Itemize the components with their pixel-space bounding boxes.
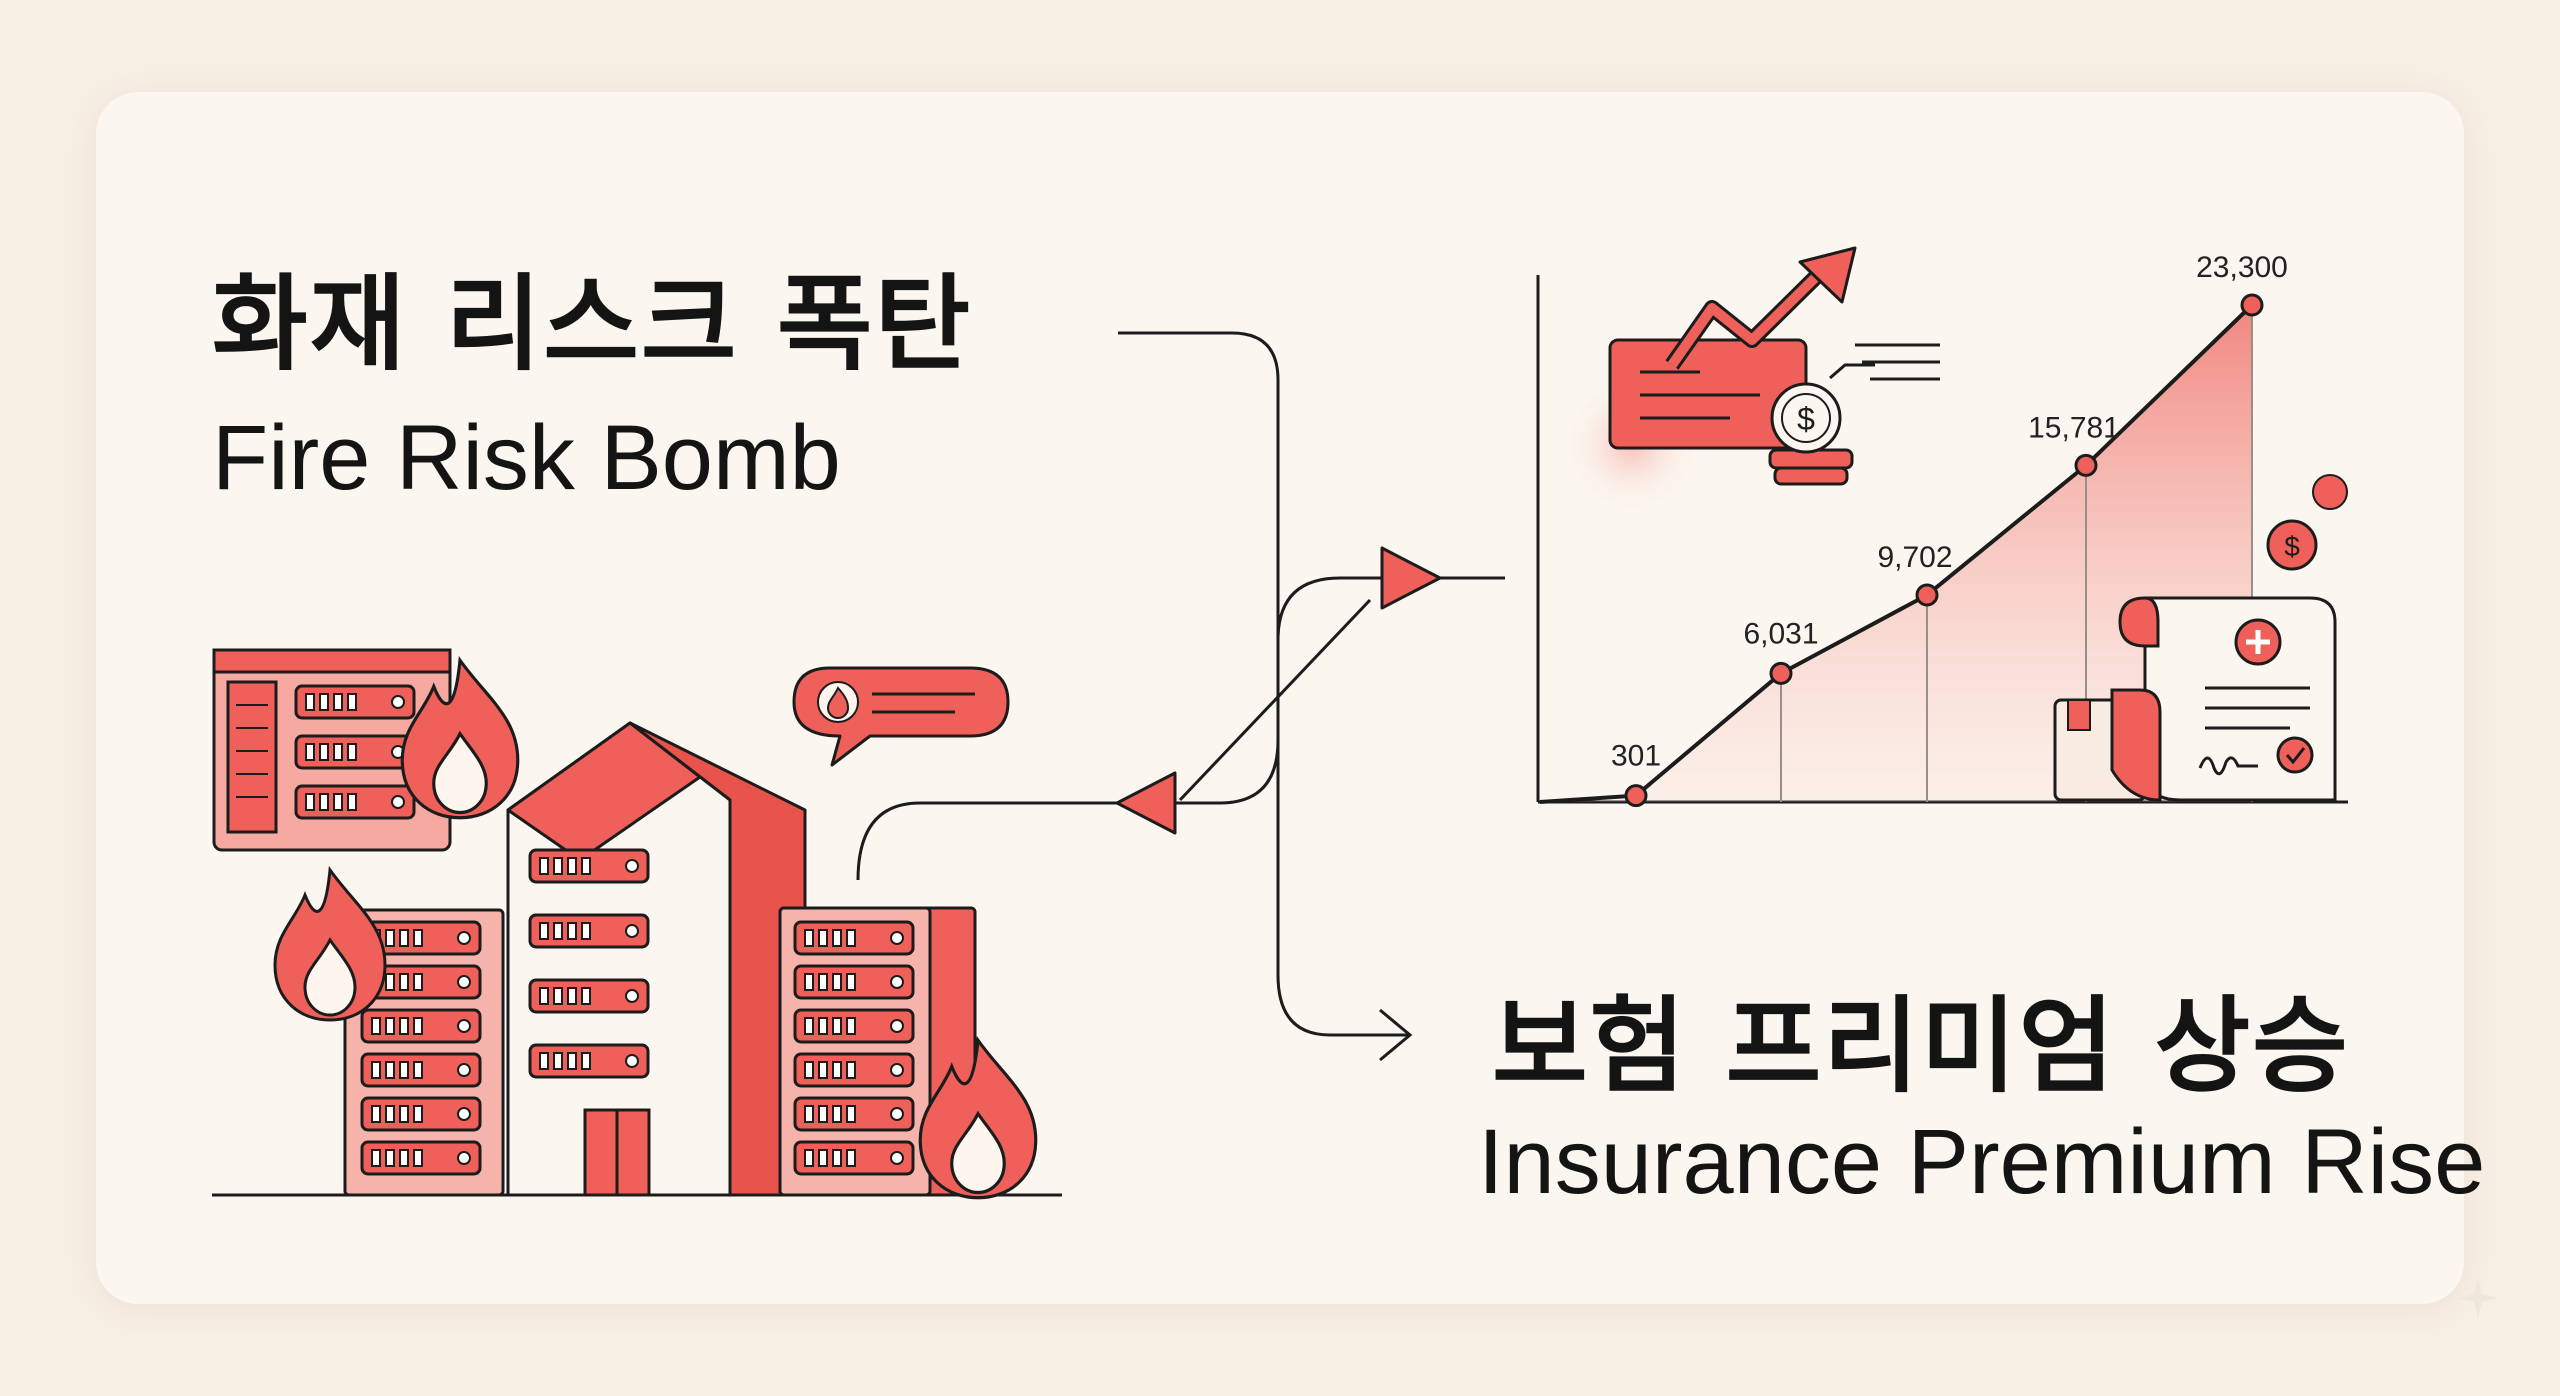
chart-point xyxy=(2240,293,2264,317)
svg-text:$: $ xyxy=(1797,401,1815,437)
right-title-english: Insurance Premium Rise xyxy=(1478,1111,2486,1213)
left-title-korean: 화재 리스크 폭탄 xyxy=(212,263,973,385)
chart-point xyxy=(1769,661,1793,685)
chart-data-label: 9,702 xyxy=(1877,541,1952,574)
server-panel-icon xyxy=(212,648,452,852)
svg-text:$: $ xyxy=(2284,531,2300,562)
insurance-document-icon xyxy=(2053,596,2337,802)
left-title-english: Fire Risk Bomb xyxy=(212,407,841,509)
flow-arrow-right xyxy=(1380,546,1442,610)
trend-arrow-icon xyxy=(1665,246,1857,370)
chart-point xyxy=(1915,583,1939,607)
fire-icon xyxy=(273,868,387,1022)
speech-bubble-icon xyxy=(792,666,1010,767)
flow-connectors xyxy=(856,331,1505,1062)
dollar-coin-icon: $ xyxy=(1768,343,1940,486)
chart-points xyxy=(1624,293,2264,808)
chart-area xyxy=(1540,305,2252,802)
chart-data-labels: 301 6,031 9,702 15,781 23,300 xyxy=(1611,251,2288,773)
flow-arrow-left xyxy=(1115,771,1177,835)
chart-series-line xyxy=(1539,303,2254,804)
right-title-korean: 보험 프리미엄 상승 xyxy=(1492,985,2350,1107)
chart-data-label: 301 xyxy=(1611,740,1661,773)
dollar-coin-icon: $ xyxy=(2266,474,2348,571)
premium-chart: 301 6,031 9,702 15,781 23,300 xyxy=(1536,251,2348,808)
sparkle-icon xyxy=(2458,1278,2498,1318)
chart-data-label: 6,031 xyxy=(1743,617,1818,650)
chart-point xyxy=(1624,784,1648,808)
chart-point xyxy=(2074,453,2098,477)
chart-data-label: 23,300 xyxy=(2196,251,2288,284)
chart-data-label: 15,781 xyxy=(2028,411,2120,444)
credit-card-icon xyxy=(1562,338,1808,515)
server-building-icon xyxy=(506,721,807,1197)
